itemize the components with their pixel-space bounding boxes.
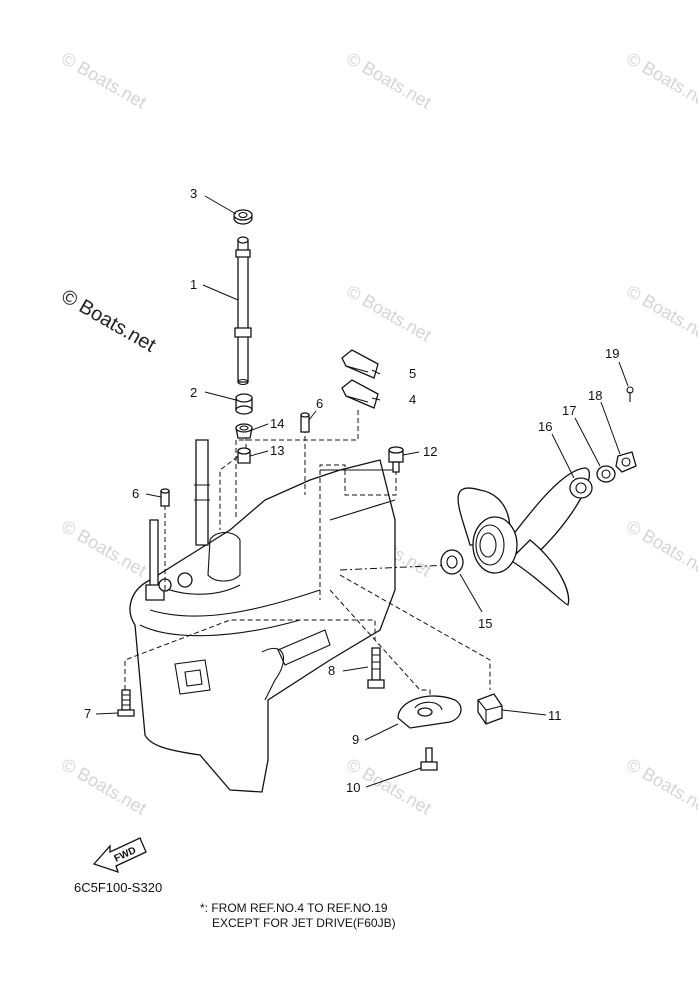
callout-3: 3 xyxy=(190,186,197,201)
watermark: © Boats.net xyxy=(58,754,150,818)
watermark: © Boats.net xyxy=(343,48,435,112)
part-6-dowel-pin-second xyxy=(160,488,170,507)
callout-17: 17 xyxy=(562,403,576,418)
part-10-bolt xyxy=(420,747,438,771)
part-2-seal xyxy=(235,393,253,415)
leader-lines xyxy=(95,195,629,788)
callout-15: 15 xyxy=(478,616,492,631)
part-8-bolt xyxy=(367,647,385,689)
callout-6: 6 xyxy=(316,396,323,411)
part-17-washer xyxy=(596,465,616,483)
callout-13: 13 xyxy=(270,443,284,458)
assembly-guide-lines xyxy=(124,410,491,700)
note-line-2: EXCEPT FOR JET DRIVE(F60JB) xyxy=(212,916,396,930)
callout-12: 12 xyxy=(423,444,437,459)
callout-18: 18 xyxy=(588,388,602,403)
callout-11: 11 xyxy=(548,708,562,723)
watermark: © Boats.net xyxy=(623,48,698,112)
part-3-grommet xyxy=(233,209,253,225)
callout-9: 9 xyxy=(352,732,359,747)
callout-6-second: 6 xyxy=(132,486,139,501)
callout-2: 2 xyxy=(190,385,197,400)
callout-numbers: 3 1 2 14 13 6 6 5 4 12 7 8 9 10 11 15 16… xyxy=(84,186,619,795)
part-12-bolt xyxy=(388,446,404,473)
part-6-dowel-pin xyxy=(300,412,310,433)
part-9-trim-tab xyxy=(397,695,462,729)
callout-4: 4 xyxy=(409,392,416,407)
propeller xyxy=(457,467,590,606)
watermark: © Boats.net xyxy=(623,754,698,818)
callout-7: 7 xyxy=(84,706,91,721)
diagram-code: 6C5F100-S320 xyxy=(74,880,162,895)
watermark: © Boats.net xyxy=(58,516,150,580)
callout-5: 5 xyxy=(409,366,416,381)
part-7-bolt xyxy=(117,689,135,717)
part-14-grommet xyxy=(235,423,253,439)
callout-14: 14 xyxy=(270,416,284,431)
lower-casing-drawing xyxy=(129,439,396,793)
part-19-cotter-pin xyxy=(626,386,634,402)
part-11-anode xyxy=(477,693,503,725)
fwd-arrow-icon: FWD xyxy=(92,837,147,874)
part-1-water-tube xyxy=(234,236,252,386)
part-16-spacer xyxy=(569,477,593,499)
watermark: © Boats.net xyxy=(58,48,150,112)
watermark: © Boats.net xyxy=(623,281,698,345)
callout-16: 16 xyxy=(538,419,552,434)
note-line-1: *: FROM REF.NO.4 TO REF.NO.19 xyxy=(200,901,388,915)
part-4-plate xyxy=(341,379,379,409)
part-15-thrust-washer xyxy=(440,549,464,575)
callout-10: 10 xyxy=(346,780,360,795)
callout-19: 19 xyxy=(605,346,619,361)
part-13-collar xyxy=(237,447,251,464)
callout-8: 8 xyxy=(328,663,335,678)
callout-1: 1 xyxy=(190,277,197,292)
watermark-dark: © Boats.net xyxy=(58,285,160,357)
watermark: © Boats.net xyxy=(343,281,435,345)
part-5-plate xyxy=(341,349,379,379)
part-18-nut xyxy=(615,451,637,473)
watermark: © Boats.net xyxy=(623,516,698,580)
